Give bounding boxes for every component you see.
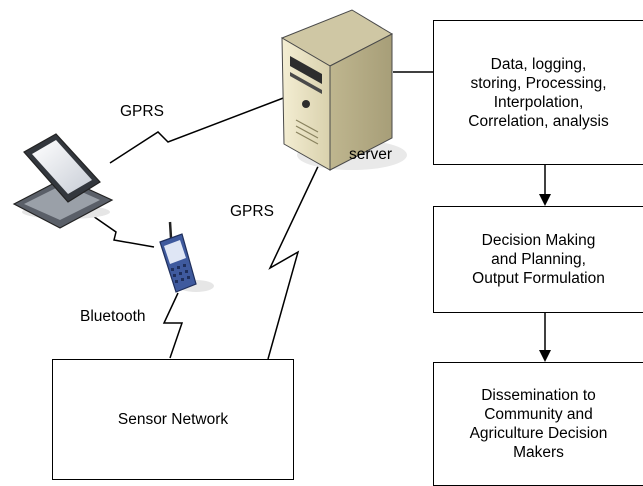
link-laptop-phone xyxy=(79,206,155,248)
processing-node: Data, logging, storing, Processing, Inte… xyxy=(433,20,643,165)
bluetooth-label: Bluetooth xyxy=(80,308,146,325)
gprs-label-sensor: GPRS xyxy=(230,203,274,220)
server-icon xyxy=(280,9,407,171)
gprs-link-sensor-server xyxy=(267,157,323,360)
dissemination-node: Dissemination to Community and Agricultu… xyxy=(433,362,643,486)
dissemination-label: Dissemination to Community and Agricultu… xyxy=(469,387,608,461)
mobile-phone-icon xyxy=(159,221,214,293)
arrow-decision-to-dissemination xyxy=(539,313,551,362)
sensor-network-node: Sensor Network xyxy=(52,359,294,480)
gprs-label-laptop: GPRS xyxy=(120,103,164,120)
bluetooth-link-phone-sensor xyxy=(162,292,184,359)
processing-label: Data, logging, storing, Processing, Inte… xyxy=(468,55,609,130)
laptop-icon xyxy=(12,133,114,229)
decision-node: Decision Making and Planning, Output For… xyxy=(433,206,643,313)
sensor-network-label: Sensor Network xyxy=(117,411,229,428)
server-label: server xyxy=(349,146,393,163)
arrow-processing-to-decision xyxy=(539,165,551,206)
gprs-link-laptop-server xyxy=(109,96,287,164)
decision-label: Decision Making and Planning, Output For… xyxy=(472,232,605,287)
